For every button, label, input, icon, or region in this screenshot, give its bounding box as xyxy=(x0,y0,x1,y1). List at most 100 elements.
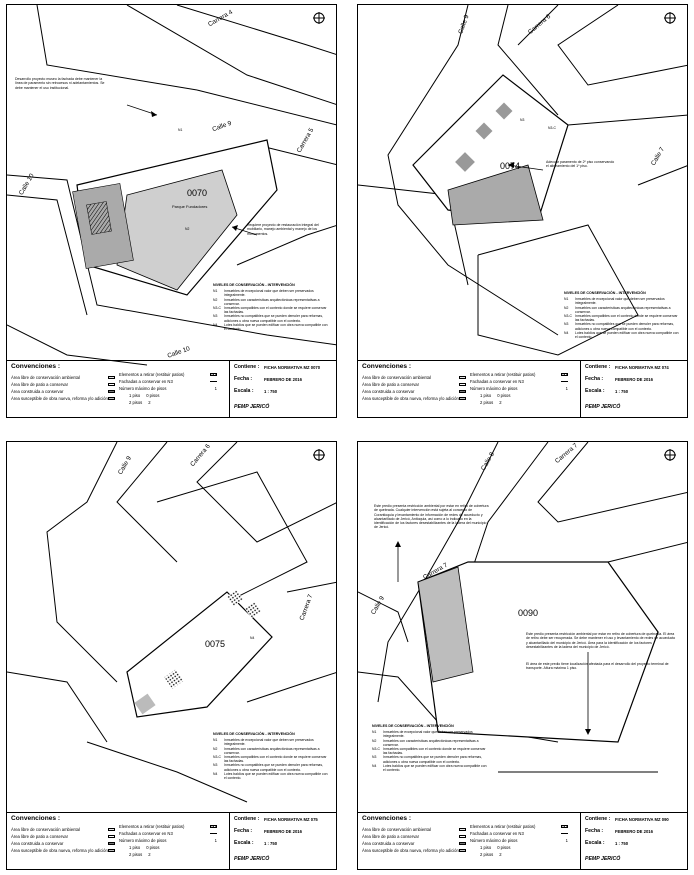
swatch-icon xyxy=(459,848,466,853)
escala-label: Escala : xyxy=(585,840,605,846)
legend-item: 1 piso xyxy=(480,845,492,850)
legend-item: Elementos a retirar (restituir patios) xyxy=(470,372,536,377)
level-text: Inmuebles con características arquitectó… xyxy=(224,746,320,755)
map-sheet-0070: Carrera 4 Calle 9 Carrera 5 Calle 10 Cal… xyxy=(6,4,337,418)
conservation-levels: NIVELES DE CONSERVACIÓN - INTERVENCIÓN N… xyxy=(213,283,328,331)
swatch-icon xyxy=(210,832,217,835)
escala-label: Escala : xyxy=(234,388,254,394)
levels-header: NIVELES DE CONSERVACIÓN - INTERVENCIÓN xyxy=(372,724,454,728)
swatch-icon xyxy=(210,380,217,383)
legend-item: 2 pisos xyxy=(129,852,143,857)
escala-value: 1 : 750 xyxy=(264,389,278,394)
fecha-value: FEBRERO DE 2016 xyxy=(264,377,302,382)
legend-item: Número máximo de pisos xyxy=(119,838,167,843)
escala-value: 1 : 750 xyxy=(615,389,629,394)
legend-title: Convenciones : xyxy=(11,815,61,822)
legend-item: 1 piso xyxy=(129,845,141,850)
legend-item: Número máximo de pisos xyxy=(470,386,518,391)
legend-item: 2 pisos xyxy=(480,400,494,405)
legend-title: Convenciones : xyxy=(362,363,412,370)
swatch-icon xyxy=(459,827,466,832)
fecha-value: FEBRERO DE 2016 xyxy=(615,829,653,834)
legend-title: Convenciones : xyxy=(362,815,412,822)
level-code: N4 xyxy=(213,322,218,327)
level-text: Inmuebles compatibles con el contexto do… xyxy=(224,306,327,315)
level-text: Inmuebles no compatibles que se pueden d… xyxy=(383,755,482,764)
level-code: N3-C xyxy=(213,306,221,311)
park-label: Parque Fundadores xyxy=(172,204,208,209)
lot-label: N1 xyxy=(178,128,183,132)
level-code: N2 xyxy=(564,305,569,310)
legend-item: Área construida a conservar xyxy=(11,389,64,394)
legend-item: Área libre de patio a conservar xyxy=(11,834,69,839)
block-code: 0074 xyxy=(500,161,521,171)
swatch-icon xyxy=(108,375,115,380)
block-code: 0075 xyxy=(205,639,226,649)
legend-item: 1 piso xyxy=(129,393,141,398)
level-code: N3-C xyxy=(372,747,380,752)
conservation-levels: NIVELES DE CONSERVACIÓN - INTERVENCIÓN N… xyxy=(564,291,679,339)
logo: PEMP JERICÓ xyxy=(234,404,270,410)
legend-item: Área libre de conservación ambiental xyxy=(362,375,431,380)
swatch-icon xyxy=(210,372,217,377)
legend-item: Fachadas a conservar en N3 xyxy=(470,831,524,836)
level-code: N1 xyxy=(213,289,218,294)
legend-item: 1 xyxy=(565,838,568,843)
level-text: Inmuebles compatibles con el contexto do… xyxy=(575,314,678,323)
swatch-icon xyxy=(108,827,115,832)
legend-item: 0 pisos xyxy=(146,393,160,398)
legend-item: Área susceptible de obra nueva, reforma … xyxy=(11,848,108,853)
annotation-note: Desarrollo proyecto museo la fachada deb… xyxy=(15,77,105,90)
level-code: N1 xyxy=(564,297,569,302)
legend-item: Área libre de conservación ambiental xyxy=(11,375,80,380)
swatch-icon xyxy=(459,382,466,387)
level-code: N3 xyxy=(564,322,569,327)
swatch-icon xyxy=(561,380,568,383)
street-map xyxy=(7,442,336,803)
legend-item: 1 xyxy=(214,838,217,843)
legend-item: Área construida a conservar xyxy=(362,841,415,846)
legend-item: 2 xyxy=(499,400,502,405)
north-arrow-icon xyxy=(664,448,676,461)
contiene-label: Contiene : xyxy=(234,364,260,370)
swatch-icon xyxy=(561,372,568,377)
legend-panel: Convenciones : Área libre de conservació… xyxy=(358,360,687,417)
north-arrow-icon xyxy=(313,11,325,24)
legend-item: Área libre de patio a conservar xyxy=(11,382,69,387)
north-arrow-icon xyxy=(313,448,325,461)
swatch-icon xyxy=(561,824,568,829)
contiene-value: FICHA NORMATIVA MZ 075 xyxy=(264,817,318,822)
swatch-icon xyxy=(459,375,466,380)
lot-label: N3-C xyxy=(548,126,556,130)
legend-item: Elementos a retirar (restituir patios) xyxy=(119,372,185,377)
legend-item: 2 xyxy=(148,852,151,857)
level-code: N2 xyxy=(213,297,218,302)
lot-label: N2 xyxy=(185,227,190,231)
level-text: Inmuebles de excepcional valor que deben… xyxy=(575,297,665,306)
legend-item: Fachadas a conservar en N3 xyxy=(119,831,173,836)
escala-value: 1 : 750 xyxy=(615,841,629,846)
swatch-icon xyxy=(459,841,466,846)
legend-item: Elementos a retirar (restituir patios) xyxy=(119,824,185,829)
swatch-icon xyxy=(561,832,568,835)
contiene-value: FICHA NORMATIVA MZ 074 xyxy=(615,365,669,370)
levels-header: NIVELES DE CONSERVACIÓN - INTERVENCIÓN xyxy=(564,291,646,295)
legend-item: Área libre de conservación ambiental xyxy=(11,827,80,832)
swatch-icon xyxy=(459,834,466,839)
map-sheet-0074: Calle 9 Carrera 6 Calle 7 0074 Adecuar p… xyxy=(357,4,688,418)
map-sheet-0075: Calle 9 Carrera 6 Carrera 7 0075 NIVELES… xyxy=(6,441,337,870)
legend-item: 1 piso xyxy=(480,393,492,398)
swatch-icon xyxy=(459,389,466,394)
contiene-label: Contiene : xyxy=(585,816,611,822)
street-map xyxy=(358,5,687,356)
level-text: Inmuebles de excepcional valor que deben… xyxy=(224,289,314,298)
swatch-icon xyxy=(108,841,115,846)
fecha-label: Fecha : xyxy=(234,828,253,834)
legend-item: Número máximo de pisos xyxy=(470,838,518,843)
legend-item: Área libre de patio a conservar xyxy=(362,382,420,387)
level-code: N3 xyxy=(372,755,377,760)
level-code: N1 xyxy=(372,730,377,735)
street-map xyxy=(7,5,336,366)
logo: PEMP JERICÓ xyxy=(585,856,621,862)
fecha-value: FEBRERO DE 2016 xyxy=(615,377,653,382)
